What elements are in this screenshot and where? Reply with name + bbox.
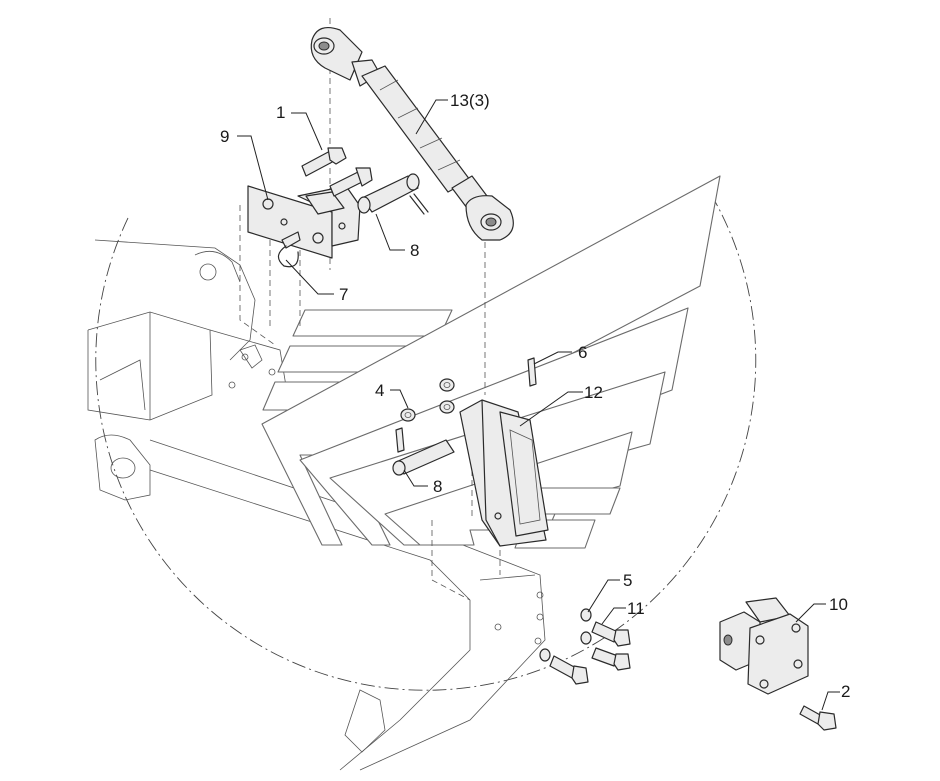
callout-8-lower: 8 <box>433 477 442 496</box>
top-link-part-13 <box>310 27 514 241</box>
leader-lines <box>237 99 840 711</box>
callout-13: 13(3) <box>450 91 490 110</box>
callout-1: 1 <box>276 103 285 122</box>
detail-circle <box>95 195 757 691</box>
sleeve-pin <box>395 427 405 453</box>
callouts: 1 2 4 5 6 7 8 8 9 10 11 12 13(3) <box>220 91 850 701</box>
bolt-part-11 <box>549 621 631 685</box>
plate-bracket-part-10 <box>719 597 809 695</box>
callout-4: 4 <box>375 381 384 400</box>
callout-8-top: 8 <box>410 241 419 260</box>
callout-5: 5 <box>623 571 632 590</box>
hitch-bracket-part-12 <box>459 399 549 547</box>
callout-9: 9 <box>220 127 229 146</box>
bolt-part-1 <box>301 147 373 197</box>
callout-10: 10 <box>829 595 848 614</box>
linch-pin <box>409 193 429 215</box>
pin-part-8-top <box>357 173 420 214</box>
callout-12: 12 <box>584 383 603 402</box>
callout-6: 6 <box>578 343 587 362</box>
clip-part-7 <box>277 231 301 268</box>
pin-part-8-lower <box>392 439 455 476</box>
washer-part-5 <box>539 608 592 662</box>
callout-7: 7 <box>339 285 348 304</box>
callout-11: 11 <box>627 599 645 618</box>
bracket-part-9 <box>247 185 361 259</box>
nut-part-4 <box>400 378 455 422</box>
roll-pin-part-6 <box>527 357 537 387</box>
bolt-part-2 <box>799 705 837 731</box>
callout-2: 2 <box>841 682 850 701</box>
